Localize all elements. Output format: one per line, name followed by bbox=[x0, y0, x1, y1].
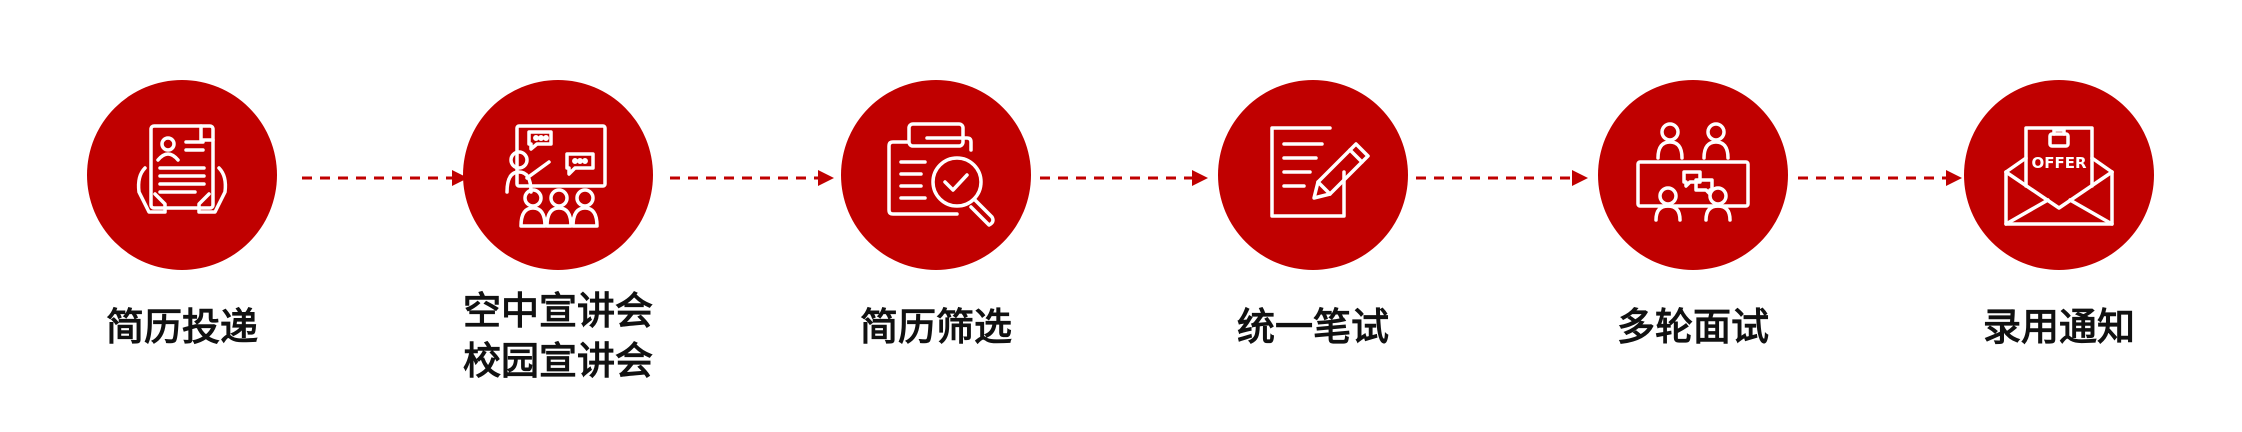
step-offer-notice: OFFER 录用通知 bbox=[1914, 0, 2204, 432]
step-label-line: 空中宣讲会 bbox=[462, 289, 653, 333]
step-label-line: 简历筛选 bbox=[859, 305, 1012, 349]
step-label-line: 简历投递 bbox=[105, 305, 258, 349]
step-resume-screening: 简历筛选 bbox=[791, 0, 1081, 432]
step-label: 多轮面试 bbox=[1548, 302, 1838, 352]
step-label: 统一笔试 bbox=[1168, 302, 1458, 352]
step-label: 简历筛选 bbox=[791, 302, 1081, 352]
step-label: 简历投递 bbox=[37, 302, 327, 352]
dashed-arrow bbox=[1038, 167, 1210, 189]
step-written-exam: 统一笔试 bbox=[1168, 0, 1458, 432]
resume-document-icon bbox=[87, 80, 277, 270]
dashed-arrow bbox=[300, 167, 470, 189]
step-label-line: 多轮面试 bbox=[1616, 305, 1769, 349]
dashed-arrow bbox=[1796, 167, 1964, 189]
step-label-line: 校园宣讲会 bbox=[462, 339, 653, 383]
notepad-pencil-icon bbox=[1218, 80, 1408, 270]
step-label-line: 录用通知 bbox=[1982, 305, 2135, 349]
document-magnifier-check-icon bbox=[841, 80, 1031, 270]
step-info-session: 空中宣讲会 校园宣讲会 bbox=[413, 0, 703, 432]
step-label: 空中宣讲会 校园宣讲会 bbox=[413, 286, 703, 386]
step-interviews: 多轮面试 bbox=[1548, 0, 1838, 432]
step-label-line: 统一笔试 bbox=[1236, 305, 1389, 349]
offer-envelope-icon: OFFER bbox=[1964, 80, 2154, 270]
dashed-arrow bbox=[668, 167, 836, 189]
interview-group-icon bbox=[1598, 80, 1788, 270]
presentation-audience-icon bbox=[463, 80, 653, 270]
step-label: 录用通知 bbox=[1914, 302, 2204, 352]
step-resume-submission: 简历投递 bbox=[37, 0, 327, 432]
dashed-arrow bbox=[1414, 167, 1590, 189]
offer-icon-text: OFFER bbox=[2031, 154, 2086, 172]
